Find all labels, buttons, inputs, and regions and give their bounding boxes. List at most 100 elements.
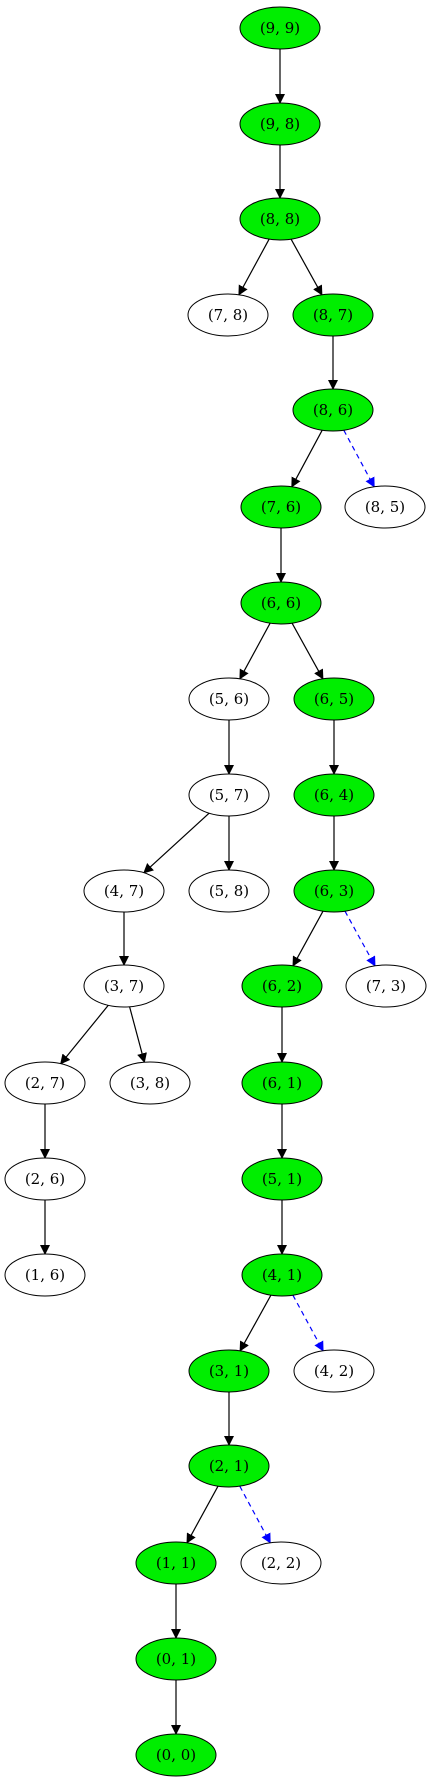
node-label: (1, 1) [156,1554,196,1572]
node-label: (2, 6) [25,1170,65,1188]
node-label: (9, 9) [260,19,300,37]
node-label: (4, 1) [262,1266,302,1284]
path-node-ellipse [239,197,321,241]
node-label: (0, 0) [156,1746,196,1764]
node-label: (2, 7) [25,1074,65,1092]
edge-n37-n27 [60,1004,109,1065]
nodes-layer: (9, 9) (9, 8) (8, 8) (7, 8) (8, 7) (8, 6) (7, … [4,6,427,1777]
node-label: (5, 1) [262,1170,302,1188]
node-ellipse [83,869,165,913]
tree-node-n16: (1, 6) [4,1253,86,1297]
path-node-ellipse [188,1444,270,1488]
path-node-ellipse [188,1349,270,1393]
node-label: (6, 1) [262,1074,302,1092]
node-ellipse [188,869,270,913]
tree-node-n98: (9, 8) [239,102,321,146]
tree-node-n87: (8, 7) [292,293,374,337]
path-node-ellipse [292,388,374,432]
node-ellipse [240,1541,322,1585]
tree-node-n64: (6, 4) [293,773,375,817]
path-node-ellipse [239,6,321,50]
tree-node-n26: (2, 6) [4,1157,86,1201]
tree-node-n85: (8, 5) [344,485,426,529]
path-node-ellipse [241,1061,323,1105]
node-label: (6, 5) [314,690,354,708]
tree-node-n38: (3, 8) [109,1061,191,1105]
edge-n86-n76 [291,429,323,488]
node-ellipse [4,1253,86,1297]
tree-node-n78: (7, 8) [187,293,269,337]
tree-node-n51: (5, 1) [241,1157,323,1201]
tree-node-n76: (7, 6) [240,485,322,529]
tree-node-n56: (5, 6) [188,677,270,721]
tree-node-n58: (5, 8) [188,869,270,913]
node-label: (1, 6) [25,1266,65,1284]
edge-n37-n38 [129,1006,147,1064]
tree-node-n61: (6, 1) [241,1061,323,1105]
path-node-ellipse [293,677,375,721]
tree-node-n66: (6, 6) [240,581,322,625]
node-ellipse [293,1349,375,1393]
path-node-ellipse [240,581,322,625]
node-label: (2, 2) [261,1554,301,1572]
node-label: (7, 6) [261,498,301,516]
node-label: (6, 3) [314,882,354,900]
path-node-ellipse [293,869,375,913]
node-ellipse [188,773,270,817]
node-label: (4, 2) [314,1362,354,1380]
node-label: (3, 7) [104,977,144,995]
tree-node-n62: (6, 2) [241,964,323,1008]
path-node-ellipse [135,1541,217,1585]
node-label: (7, 8) [208,306,248,324]
path-node-ellipse [240,485,322,529]
edge-n57-n47 [143,812,210,874]
node-ellipse [344,485,426,529]
edge-n41-n31 [239,1294,272,1352]
tree-node-n21: (2, 1) [188,1444,270,1488]
node-ellipse [4,1061,86,1105]
node-label: (5, 8) [209,882,249,900]
node-label: (5, 7) [209,786,249,804]
tree-node-n63: (6, 3) [293,869,375,913]
node-label: (6, 6) [261,594,301,612]
path-node-ellipse [241,1157,323,1201]
node-label: (3, 8) [130,1074,170,1092]
edge-n21-n11 [186,1485,219,1544]
edge-n88-n87 [290,238,323,296]
tree-node-n27: (2, 7) [4,1061,86,1105]
dashed-edge-n86-n85 [343,429,375,488]
node-label: (2, 1) [209,1457,249,1475]
tree-node-n41: (4, 1) [241,1253,323,1297]
node-label: (6, 4) [314,786,354,804]
node-label: (4, 7) [104,882,144,900]
node-label: (0, 1) [156,1650,196,1668]
tree-node-n47: (4, 7) [83,869,165,913]
node-label: (9, 8) [260,115,300,133]
node-label: (8, 8) [260,210,300,228]
dashed-edge-n21-n22 [239,1485,271,1544]
node-ellipse [4,1157,86,1201]
dashed-edge-n41-n42 [292,1294,324,1352]
tree-node-n73: (7, 3) [345,964,427,1008]
node-label: (7, 3) [366,977,406,995]
tree-node-n88: (8, 8) [239,197,321,241]
node-label: (6, 2) [262,977,302,995]
path-node-ellipse [135,1733,217,1777]
node-label: (8, 6) [313,401,353,419]
tree-node-n37: (3, 7) [83,964,165,1008]
node-label: (8, 5) [365,498,405,516]
edge-n66-n65 [291,622,324,680]
path-node-ellipse [241,1253,323,1297]
path-node-ellipse [293,773,375,817]
node-ellipse [109,1061,191,1105]
path-node-ellipse [135,1637,217,1681]
tree-node-n99: (9, 9) [239,6,321,50]
node-ellipse [188,677,270,721]
edge-n63-n62 [292,910,324,967]
node-ellipse [345,964,427,1008]
node-ellipse [187,293,269,337]
node-ellipse [83,964,165,1008]
path-node-ellipse [239,102,321,146]
tree-node-n31: (3, 1) [188,1349,270,1393]
